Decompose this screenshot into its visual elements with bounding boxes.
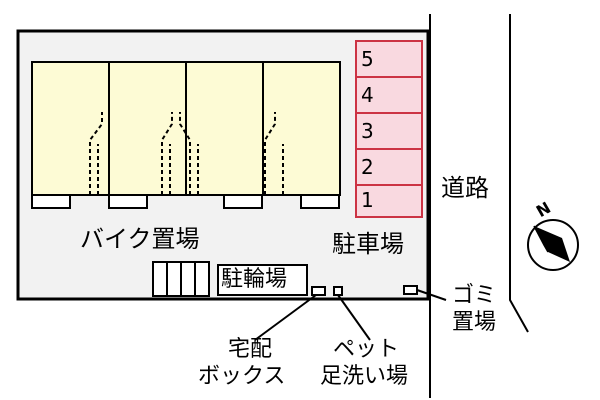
unit-2 (108, 61, 187, 196)
delivery-box-marker (311, 286, 326, 296)
garbage-leader-line (416, 289, 447, 301)
unit-3 (185, 61, 264, 196)
parking-slot-label-5: 5 (361, 47, 374, 71)
entry-box-2 (108, 194, 148, 209)
parking-slot-label-1: 1 (361, 188, 374, 212)
parking-label: 駐車場 (332, 230, 404, 258)
compass-icon (527, 219, 579, 271)
road-label: 道路 (441, 174, 489, 202)
parking-slot-5 (355, 40, 423, 78)
parking-slot-1 (355, 184, 423, 218)
bicycle-rack (152, 261, 210, 297)
garbage-label-line2: 置場 (452, 310, 497, 335)
delivery-label-line2: ボックス (198, 364, 286, 389)
delivery-leader-line (254, 294, 317, 341)
unit-4 (262, 61, 341, 196)
parking-slot-3 (355, 112, 423, 150)
parking-slot-4 (355, 76, 423, 114)
bicycle-label-box (217, 264, 308, 296)
bicycle-parking-label: 駐輪場 (221, 267, 288, 292)
parking-slot-label-4: 4 (361, 83, 374, 107)
parking-slot-2 (355, 148, 423, 186)
unit-1 (31, 61, 110, 196)
pet-label-line1: ペット (333, 337, 400, 362)
garbage-label-line1: ゴミ (452, 283, 497, 308)
garbage-marker (403, 285, 418, 295)
entry-box-3 (223, 194, 263, 209)
entry-box-1 (31, 194, 71, 209)
pet-label-line2: 足洗い場 (320, 364, 409, 389)
parking-slot-label-3: 3 (361, 119, 374, 143)
road-edge-right (509, 14, 529, 333)
parking-slots (355, 40, 423, 218)
delivery-label-line1: 宅配 (228, 337, 273, 362)
bike-area-label: バイク置場 (80, 225, 200, 253)
pet-wash-marker (333, 286, 343, 296)
entry-box-4 (300, 194, 340, 209)
parking-slot-label-2: 2 (361, 155, 374, 179)
stair-lines (89, 112, 284, 195)
pet-leader-line (337, 294, 371, 341)
